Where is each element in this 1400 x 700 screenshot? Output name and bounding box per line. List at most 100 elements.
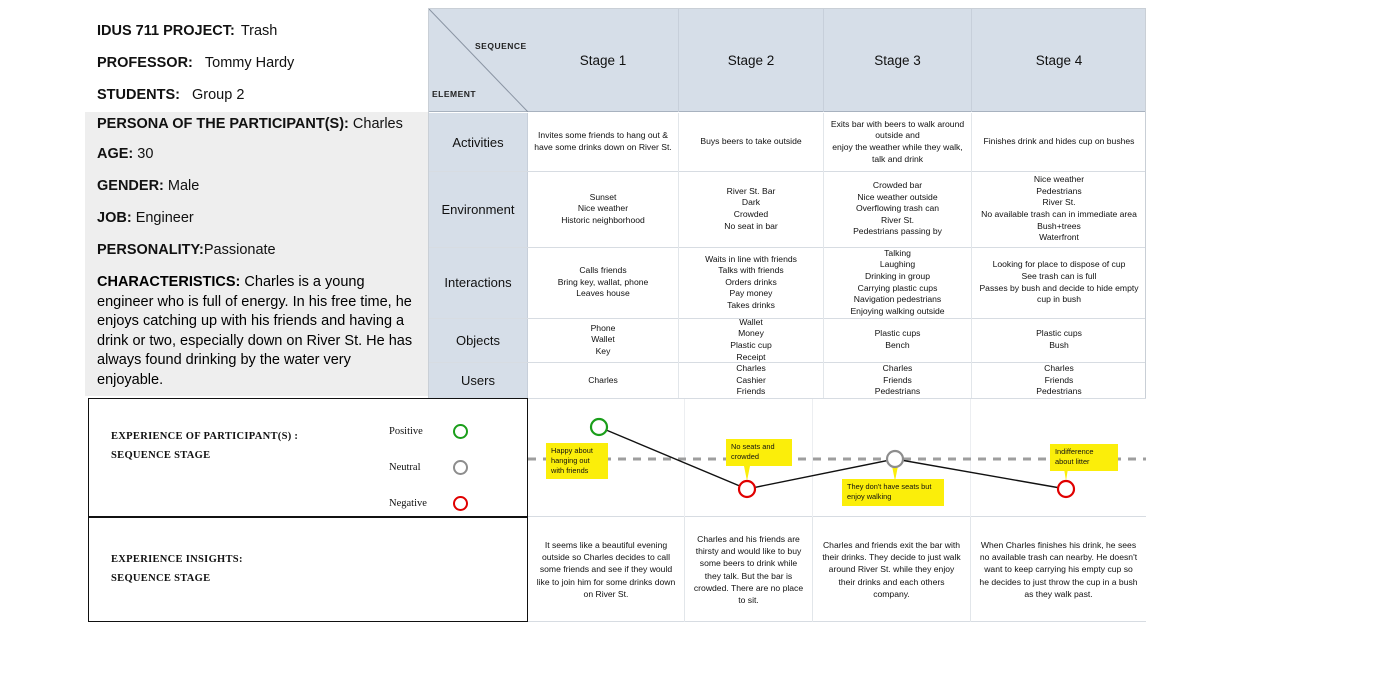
- gender-value: Male: [167, 177, 200, 194]
- students-line: STUDENTS:Group 2: [97, 86, 417, 104]
- marker-stage4-negative: [1056, 479, 1076, 499]
- students-value: Group 2: [191, 87, 245, 104]
- experience-chart: Happy about hanging out with friends No …: [528, 398, 1146, 518]
- row-label-interactions: Interactions: [429, 247, 528, 318]
- persona-body-background: [85, 112, 429, 396]
- insight-cell-stage4: When Charles finishes his drink, he sees…: [970, 517, 1146, 622]
- stage-header-4[interactable]: Stage 4: [971, 9, 1146, 112]
- professor-value: Tommy Hardy: [204, 55, 295, 72]
- row-label-environment: Environment: [429, 171, 528, 247]
- row-label-objects: Objects: [429, 318, 528, 362]
- negative-ring-icon: [453, 495, 468, 511]
- diagonal-divider-icon: [429, 9, 528, 112]
- callout-pointer-2: [743, 461, 751, 481]
- experience-legend-title: EXPERIENCE OF PARTICIPANT(S) : SEQUENCE …: [111, 427, 298, 466]
- experience-insights-title: EXPERIENCE INSIGHTS: SEQUENCE STAGE: [111, 550, 243, 589]
- characteristics-value: Charles is a young engineer who is full …: [97, 274, 413, 388]
- personality-label: PERSONALITY:: [97, 241, 204, 258]
- experience-insights-box: EXPERIENCE INSIGHTS: SEQUENCE STAGE: [88, 517, 528, 622]
- persona-line: PERSONA OF THE PARTICIPANT(S): Charles: [97, 115, 417, 133]
- corner-sequence-label: SEQUENCE: [475, 41, 527, 51]
- persona-label: PERSONA OF THE PARTICIPANT(S):: [97, 116, 349, 133]
- cell-users-stage1: Charles: [588, 374, 618, 385]
- legend-item-negative: Negative: [389, 485, 519, 521]
- row-label-activities: Activities: [429, 113, 528, 171]
- legend-label-positive: Positive: [389, 425, 423, 437]
- callout-stage2: No seats and crowded: [726, 439, 792, 466]
- persona-value: Charles: [352, 116, 403, 133]
- insight-cell-stage1: It seems like a beautiful evening outsid…: [536, 540, 676, 599]
- insight-cell-stage3: Charles and friends exit the bar with th…: [812, 517, 970, 622]
- callout-stage3: They don't have seats but enjoy walking: [842, 479, 944, 506]
- row-divider-4: [429, 362, 1145, 363]
- insight-cell-stage2: Charles and his friends are thirsty and …: [684, 517, 812, 622]
- job-value: Engineer: [135, 209, 194, 226]
- cell-activities-stage2: Buys beers to take outside: [678, 113, 823, 171]
- grid-corner-cell: SEQUENCE ELEMENT: [429, 9, 528, 112]
- row-divider-2: [429, 247, 1145, 248]
- marker-stage3-neutral: [885, 449, 905, 469]
- stage-header-3[interactable]: Stage 3: [823, 9, 971, 112]
- experience-polyline: [598, 426, 1067, 490]
- marker-stage1-positive: [589, 417, 609, 437]
- personality-value: Passionate: [203, 241, 276, 258]
- persona-panel: IDUS 711 PROJECT:Trash PROFESSOR: Tommy H…: [85, 8, 429, 396]
- positive-ring-icon: [453, 423, 468, 439]
- experience-legend-box: EXPERIENCE OF PARTICIPANT(S) : SEQUENCE …: [88, 398, 528, 517]
- experience-insights-title-line1: EXPERIENCE INSIGHTS:: [111, 554, 243, 565]
- professor-line: PROFESSOR: Tommy Hardy: [97, 54, 417, 72]
- experience-insights-title-line2: SEQUENCE STAGE: [111, 573, 211, 585]
- characteristics-line: CHARACTERISTICS: Charles is a young engi…: [97, 273, 417, 390]
- chart-divider-2: [812, 399, 813, 518]
- experience-legend-title-line2: SEQUENCE STAGE: [111, 450, 211, 462]
- grid-header-band: [429, 9, 1145, 112]
- job-label: JOB:: [97, 209, 132, 226]
- cell-activities-stage3: Exits bar with beers to walk around outs…: [823, 113, 971, 171]
- stage-header-1[interactable]: Stage 1: [579, 53, 627, 68]
- row-label-users: Users: [429, 362, 528, 399]
- legend-label-negative: Negative: [389, 497, 427, 509]
- professor-label: PROFESSOR:: [97, 55, 193, 72]
- insights-strip: It seems like a beautiful evening outsid…: [528, 517, 1146, 622]
- experience-legend-title-line1: EXPERIENCE OF PARTICIPANT(S) :: [111, 431, 299, 442]
- cell-activities-stage1: Invites some friends to hang out & have …: [534, 130, 672, 152]
- persona-header-background: [85, 8, 429, 112]
- personality-line: PERSONALITY:Passionate: [97, 241, 417, 259]
- gender-label: GENDER:: [97, 177, 164, 194]
- project-line: IDUS 711 PROJECT:Trash: [97, 22, 417, 40]
- persona-text-stack: IDUS 711 PROJECT:Trash PROFESSOR: Tommy H…: [85, 8, 429, 396]
- callout-stage4: Indifference about litter: [1050, 444, 1118, 471]
- age-value: 30: [137, 145, 154, 162]
- characteristics-label: CHARACTERISTICS:: [97, 274, 241, 290]
- marker-stage2-negative: [737, 479, 757, 499]
- row-divider-3: [429, 318, 1145, 319]
- journey-grid: SEQUENCE ELEMENT Stage 1 Stage 2 Stage 3…: [428, 8, 1146, 399]
- age-label: AGE:: [97, 145, 134, 162]
- stage-header-2[interactable]: Stage 2: [678, 9, 823, 112]
- legend-label-neutral: Neutral: [389, 461, 421, 473]
- project-label: IDUS 711 PROJECT:: [97, 23, 235, 39]
- callout-stage1: Happy about hanging out with friends: [546, 443, 608, 480]
- experience-legend-items: Positive Neutral Negative: [389, 413, 519, 521]
- age-line: AGE: 30: [97, 145, 417, 163]
- cell-activities-stage4: Finishes drink and hides cup on bushes: [971, 113, 1146, 171]
- corner-element-label: ELEMENT: [432, 89, 477, 99]
- legend-item-neutral: Neutral: [389, 449, 519, 485]
- legend-item-positive: Positive: [389, 413, 519, 449]
